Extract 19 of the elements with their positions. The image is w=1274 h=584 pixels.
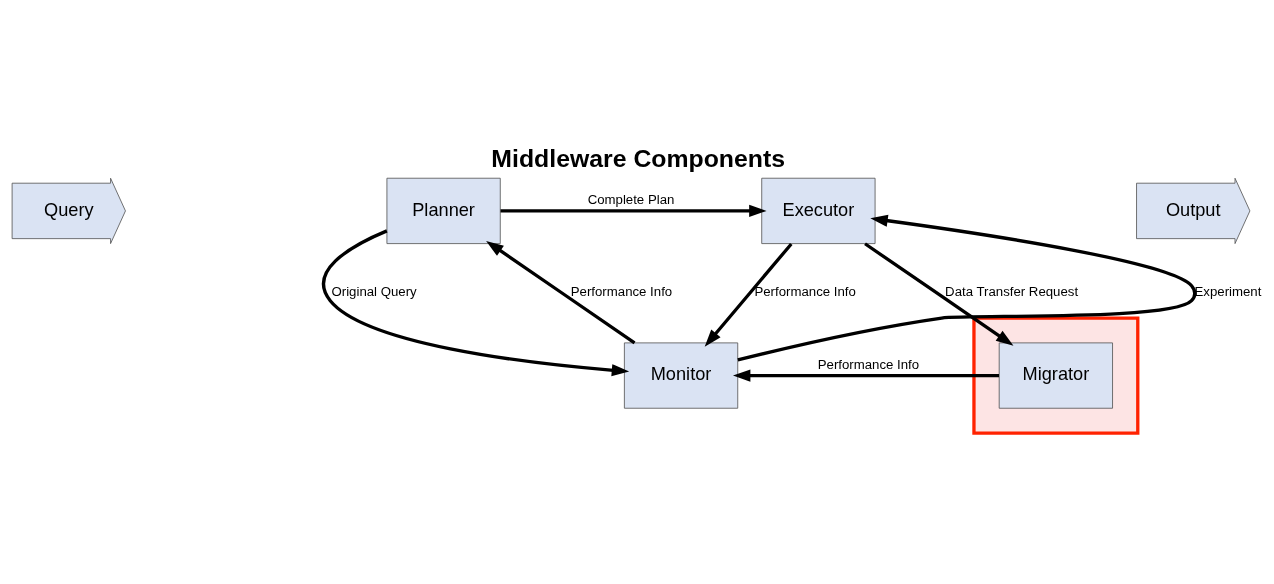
arrow [500,204,767,217]
cluster [972,316,1140,435]
edge-label: Complete Plan [587,192,675,208]
edge-label: Data Transfer Request [945,284,1079,300]
edge-label: Performance Info [570,284,673,300]
node-box: Monitor [623,342,739,409]
arrow [486,240,636,345]
arrow [864,242,1014,346]
arrow [732,369,1000,382]
node-box: Migrator [998,342,1113,409]
arrow [704,242,793,347]
diagram-title: Middleware Components [491,144,786,172]
node-box: Executor [761,177,876,244]
edge-label: Original Query [331,284,417,300]
node-box: Planner [386,177,501,244]
edge-label: Performance Info [754,284,856,300]
arrow [322,229,630,377]
arrow [737,214,1197,362]
edge-label: Performance Info [817,356,920,372]
